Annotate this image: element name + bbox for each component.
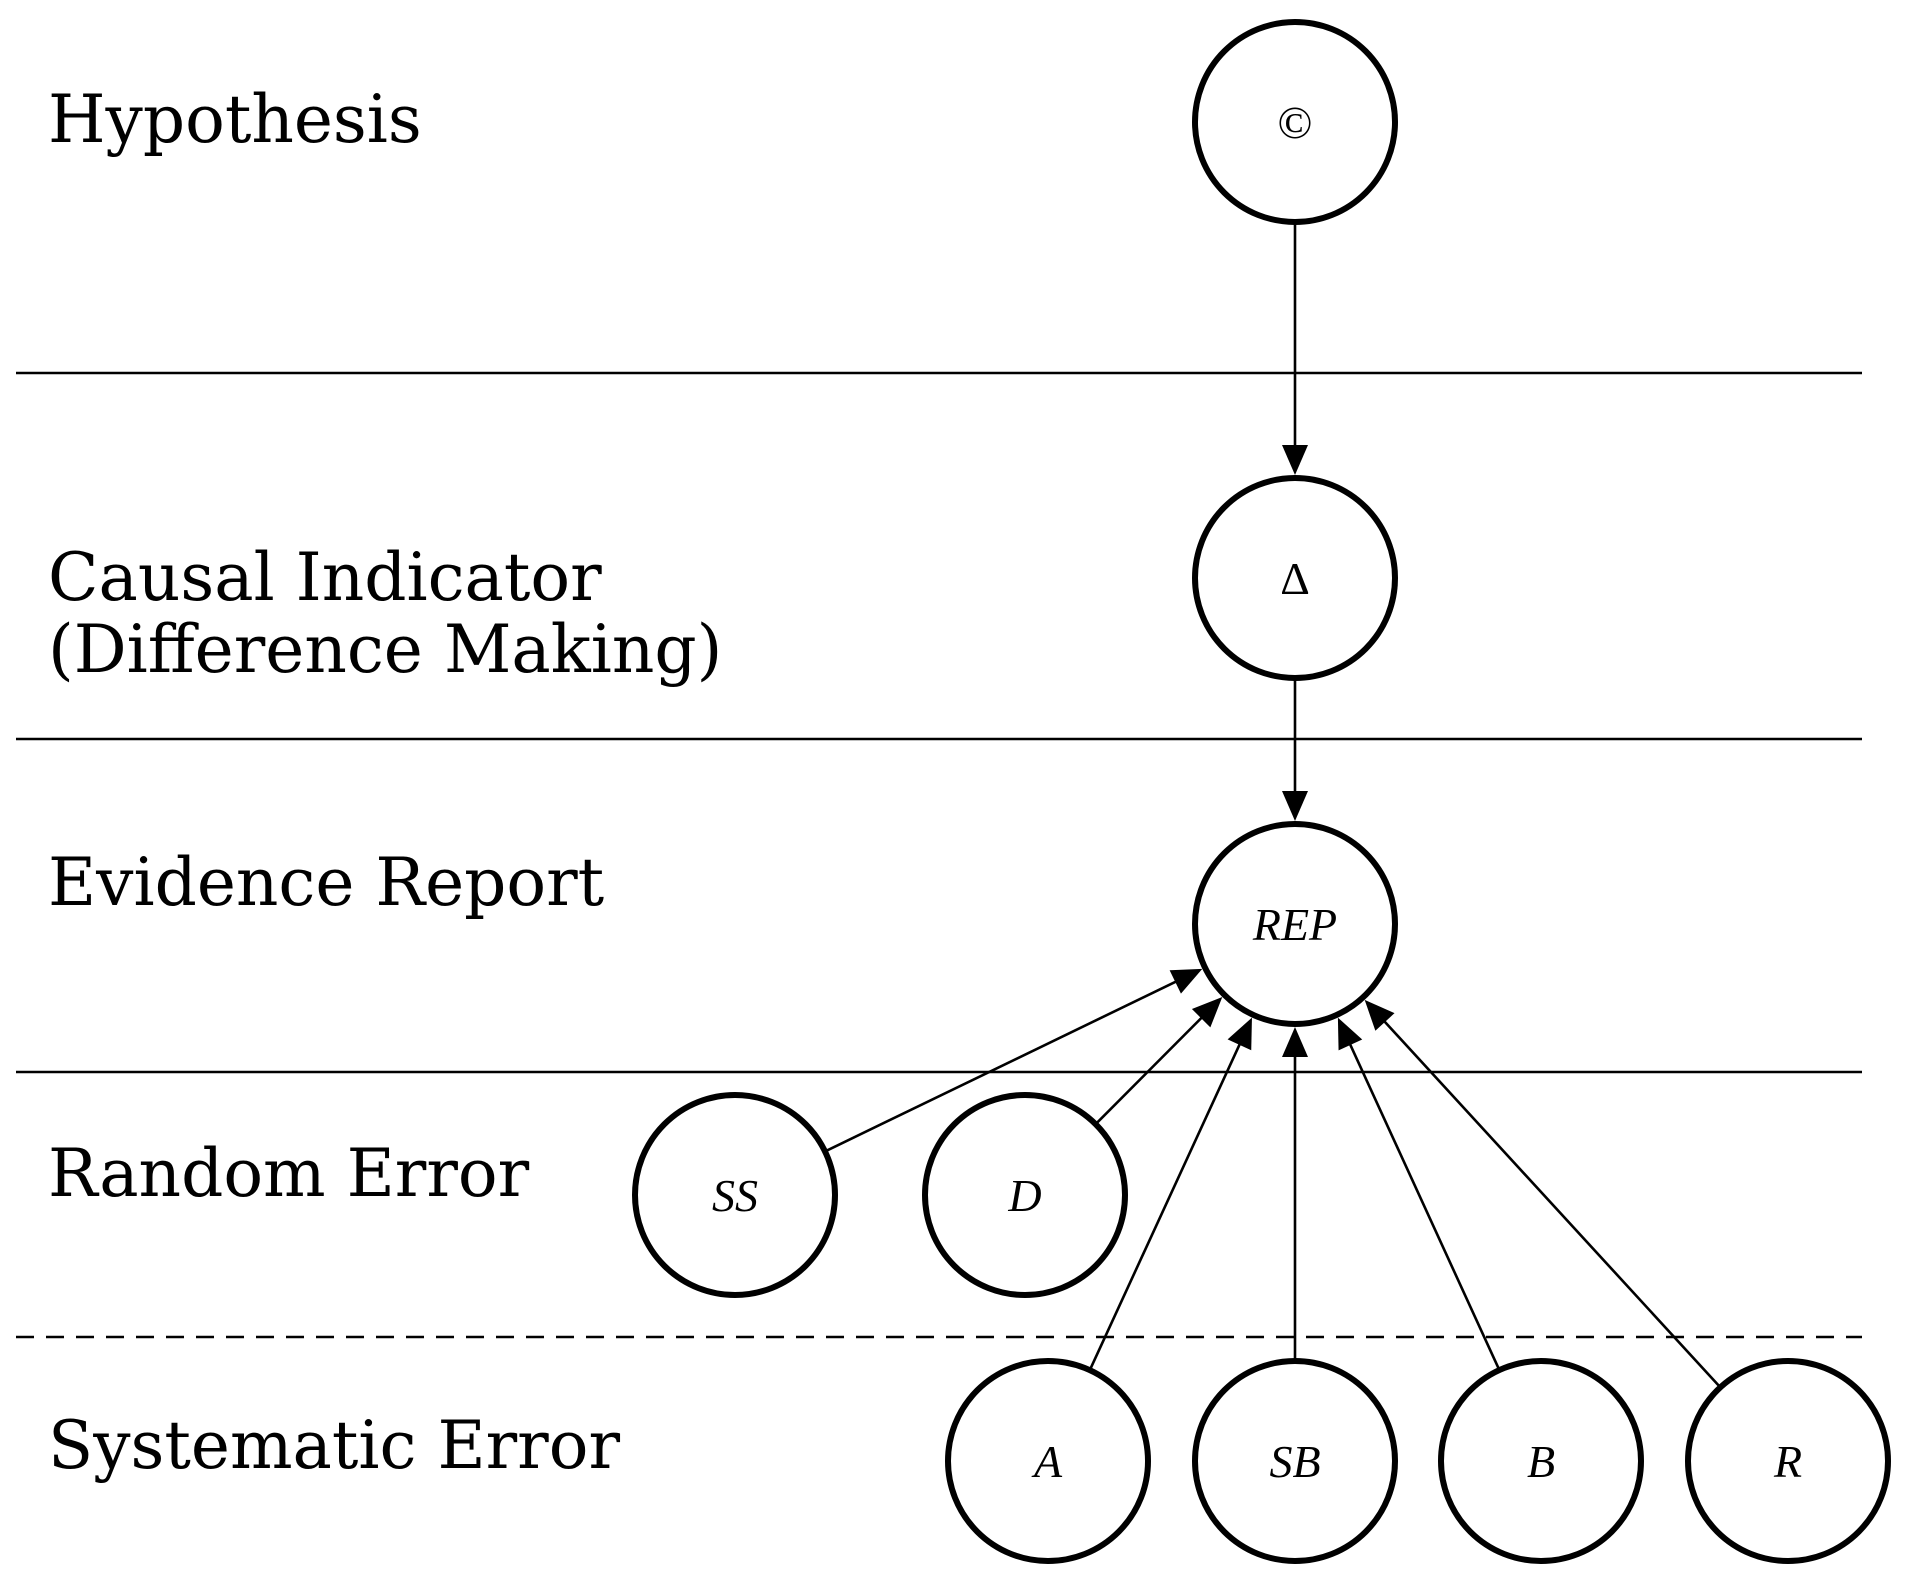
node-delta: Δ (1192, 475, 1398, 681)
node-label-d: D (1007, 1170, 1041, 1221)
node-label-rep: REP (1252, 899, 1337, 950)
arrowhead-SS-to-REP (1169, 968, 1203, 994)
edge-R-to-REP (1381, 1018, 1722, 1389)
node-circle-d (922, 1092, 1128, 1298)
node-rep: REP (1192, 821, 1398, 1027)
node-sb: SB (1192, 1358, 1398, 1564)
node-r: R (1685, 1358, 1891, 1564)
node-label-b: B (1527, 1436, 1555, 1487)
node-a: A (945, 1358, 1151, 1564)
node-circle-c (1192, 19, 1398, 225)
node-circle-delta (1192, 475, 1398, 681)
node-label-c: © (1278, 97, 1313, 148)
node-label-sb: SB (1269, 1436, 1320, 1487)
edge-B-to-REP (1347, 1040, 1501, 1371)
level-label-causal-line-2: (Difference Making) (48, 611, 722, 688)
node-circle-rep (1192, 821, 1398, 1027)
node-circle-a (945, 1358, 1151, 1564)
level-label-evidence: Evidence Report (48, 844, 604, 921)
level-label-causal-line-1: Causal Indicator (48, 539, 602, 616)
dividers (16, 371, 1862, 1339)
node-ss: SS (632, 1092, 838, 1298)
node-c: © (1192, 19, 1398, 225)
node-label-r: R (1773, 1436, 1802, 1487)
arrowhead-Delta-to-REP (1282, 791, 1308, 821)
arrowhead-R-to-REP (1364, 999, 1395, 1031)
arrowhead-SB-to-REP (1282, 1027, 1308, 1057)
arrowhead-B-to-REP (1337, 1017, 1363, 1051)
node-circle-r (1685, 1358, 1891, 1564)
node-label-ss: SS (712, 1170, 758, 1221)
edges (824, 222, 1722, 1389)
node-label-delta: Δ (1280, 553, 1310, 604)
level-label-systematic: Systematic Error (48, 1407, 620, 1484)
node-label-a: A (1031, 1436, 1063, 1487)
arrowhead-D-to-REP (1191, 996, 1223, 1028)
arrowhead-A-to-REP (1227, 1017, 1252, 1051)
node-circle-ss (632, 1092, 838, 1298)
node-circle-sb (1192, 1358, 1398, 1564)
level-label-random: Random Error (48, 1135, 530, 1212)
edge-D-to-REP (1094, 1014, 1205, 1126)
level-label-hypothesis: Hypothesis (48, 81, 422, 158)
arrowhead-C-to-Delta (1282, 445, 1308, 475)
node-b: B (1438, 1358, 1644, 1564)
edge-A-to-REP (1088, 1040, 1243, 1371)
nodes: © Δ REP SS D A SB B R (632, 19, 1891, 1564)
node-d: D (922, 1092, 1128, 1298)
node-circle-b (1438, 1358, 1644, 1564)
edge-SS-to-REP (824, 979, 1180, 1153)
